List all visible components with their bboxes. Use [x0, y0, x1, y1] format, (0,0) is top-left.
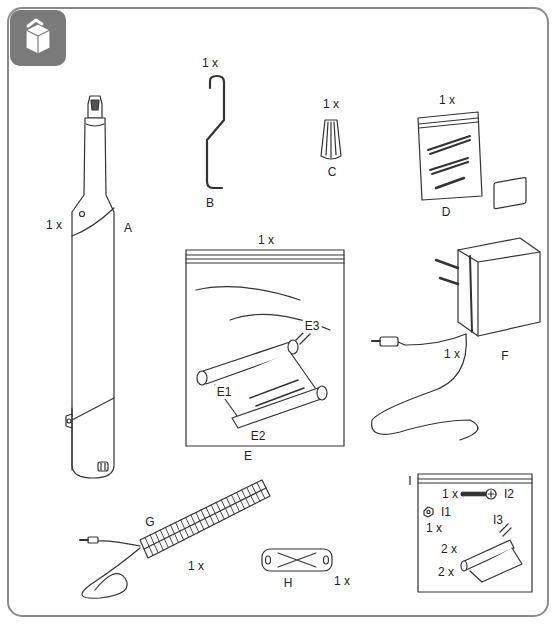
part-letter: I1 [439, 505, 453, 519]
part-letter: E [242, 449, 254, 463]
part-letter: E2 [249, 429, 268, 443]
part-letter: F [499, 349, 510, 363]
part-letter: D [440, 205, 453, 219]
part-letter: C [326, 165, 339, 179]
quantity-label: 1 x [321, 97, 341, 111]
quantity-label: 1 x [256, 233, 276, 247]
quantity-label: 1 x [437, 93, 457, 107]
part-letter: G [143, 515, 156, 529]
quantity-label: 1 x [442, 347, 462, 361]
part-letter: B [204, 196, 216, 210]
part-letter: H [282, 576, 295, 590]
quantity-label: 2 x [439, 542, 459, 556]
quantity-label: 1 x [44, 218, 64, 232]
part-letter: A [122, 221, 134, 235]
quantity-label: 1 x [200, 56, 220, 70]
quantity-label: 2 x [436, 565, 456, 579]
quantity-label: 1 x [332, 574, 352, 588]
part-letter: I2 [502, 487, 516, 501]
part-letter: E1 [215, 385, 234, 399]
quantity-label: 1 x [186, 559, 206, 573]
part-letter: I3 [491, 513, 505, 527]
quantity-label: 1 x [440, 487, 460, 501]
part-letter: I [406, 474, 413, 488]
part-letter: E3 [303, 319, 322, 333]
quantity-label: 1 x [424, 521, 444, 535]
